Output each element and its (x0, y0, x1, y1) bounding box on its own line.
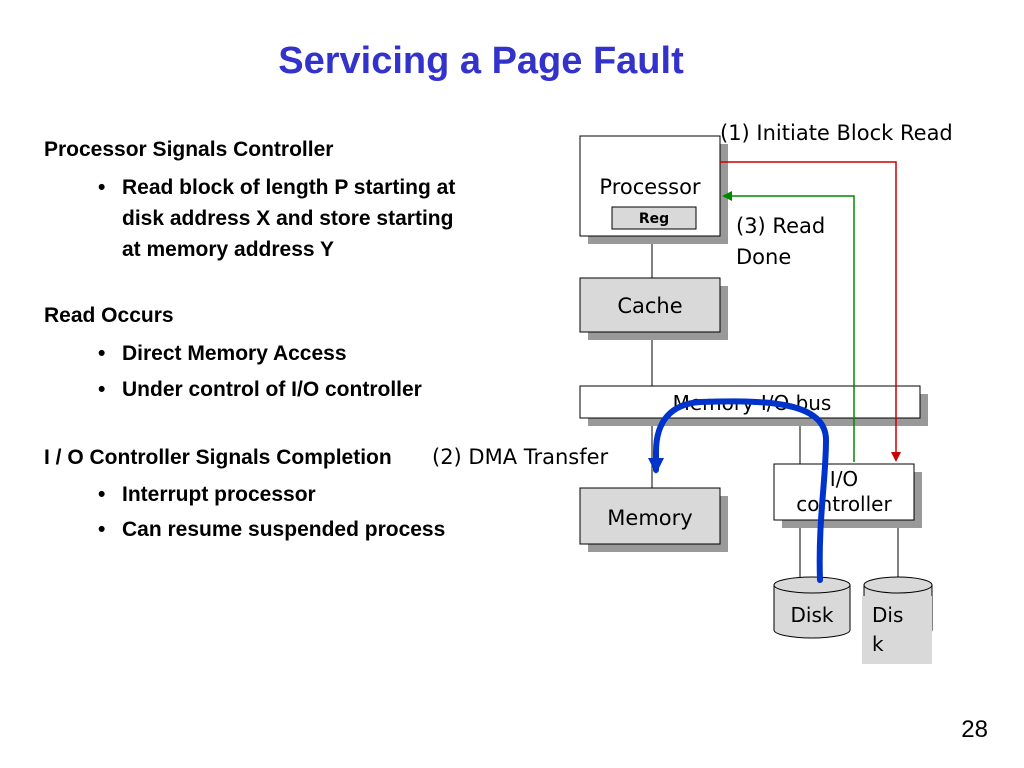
register-box: Reg (611, 206, 697, 230)
disk-1: Disk (773, 576, 851, 639)
outline-bullet-3-1: •Interrupt processor (98, 483, 316, 506)
outline-heading-3: I / O Controller Signals Completion (44, 446, 392, 469)
read-done-arrow (722, 191, 855, 462)
initiate-read-arrow (720, 161, 901, 462)
disk-2-label-1: Dis (872, 603, 903, 627)
step-2-label: (2) DMA Transfer (432, 445, 609, 469)
dma-transfer-arrow (648, 398, 830, 583)
outline-bullet-3-2: •Can resume suspended process (98, 518, 446, 541)
disk-2-label-2: k (872, 632, 884, 656)
outline-bullet-1-1: •Read block of length P starting at disk… (98, 176, 456, 261)
io-controller-label-2: controller (796, 492, 892, 516)
outline-bullet-2-1: •Direct Memory Access (98, 342, 347, 365)
disk-2: Dis k (862, 576, 933, 664)
disk-1-label: Disk (791, 603, 834, 627)
step-3-label-1: (3) Read (736, 214, 825, 238)
outline-bullet-2-2: •Under control of I/O controller (98, 378, 422, 401)
outline-heading-2: Read Occurs (44, 304, 174, 327)
step-1-label: (1) Initiate Block Read (720, 121, 953, 145)
cache-box: Cache (579, 277, 728, 340)
memory-io-bus: Memory-I/O bus (579, 385, 928, 426)
io-controller-box: I/O controller (773, 463, 922, 528)
memory-box: Memory (579, 487, 728, 552)
page-number: 28 (961, 716, 988, 743)
slide-title: Servicing a Page Fault (278, 40, 684, 82)
register-label: Reg (639, 211, 669, 227)
memory-label: Memory (607, 506, 692, 530)
io-controller-label-1: I/O (830, 467, 858, 491)
cache-label: Cache (617, 294, 682, 318)
outline-heading-1: Processor Signals Controller (44, 138, 334, 161)
step-3-label-2: Done (736, 245, 791, 269)
processor-label: Processor (599, 175, 701, 199)
